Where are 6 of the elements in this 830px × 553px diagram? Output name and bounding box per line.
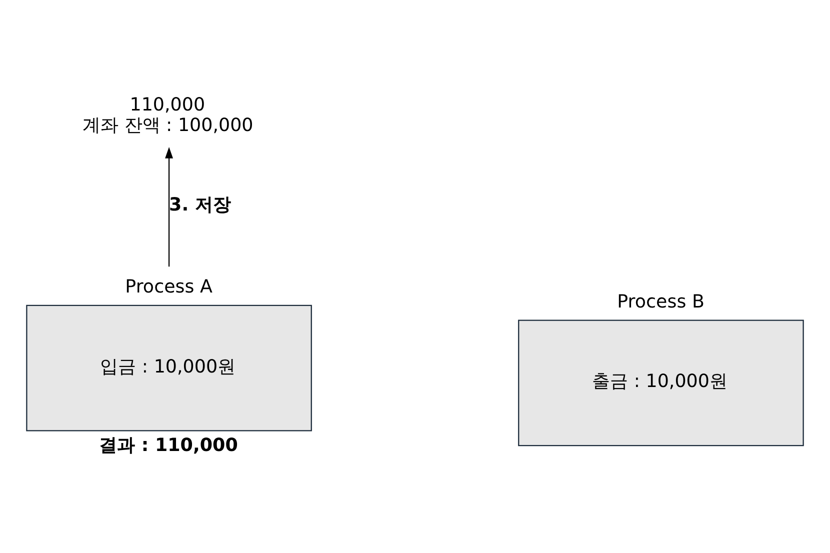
node-label: Process B	[617, 291, 704, 312]
edge-label: 3. 저장	[169, 194, 231, 216]
node-label: Process A	[125, 276, 212, 298]
node-text: 110,000 계좌 잔액 : 100,000	[82, 94, 254, 136]
arrow	[165, 146, 174, 266]
node-label: 결과 : 110,000	[99, 434, 238, 456]
